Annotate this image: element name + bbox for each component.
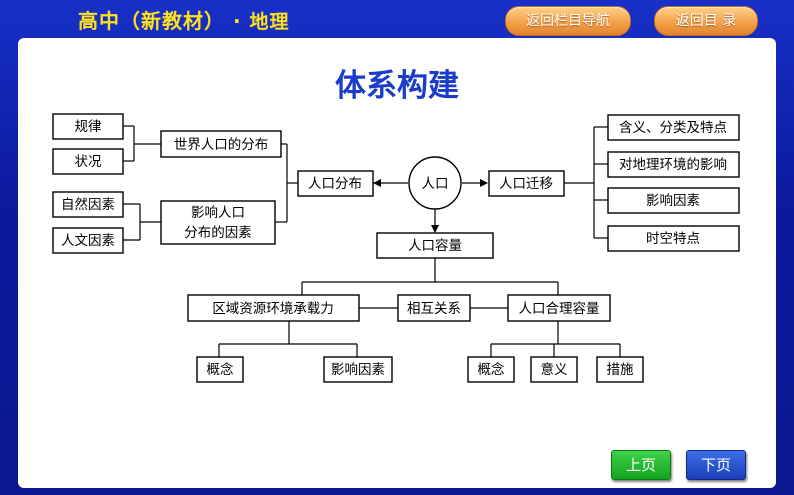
- node-human-factors: 人文因素: [52, 227, 124, 254]
- svg-text:人口容量: 人口容量: [408, 237, 462, 254]
- svg-text:人口合理容量: 人口合理容量: [519, 300, 600, 317]
- back-to-toc-button[interactable]: 返回目 录: [654, 6, 758, 36]
- node-zhuangkuang: 状况: [52, 148, 124, 175]
- node-environmental-impact: 对地理环境的影响: [607, 151, 740, 178]
- svg-text:世界人口的分布: 世界人口的分布: [174, 137, 269, 153]
- node-influencing-factors-bottom: 影响因素: [323, 356, 393, 383]
- content-panel: [18, 38, 776, 488]
- svg-text:相互关系: 相互关系: [407, 301, 461, 317]
- svg-text:措施: 措施: [607, 362, 635, 378]
- svg-text:区域资源环境承载力: 区域资源环境承载力: [212, 301, 334, 317]
- svg-text:意义: 意义: [541, 361, 568, 378]
- node-population-migration: 人口迁移: [488, 170, 565, 197]
- back-to-section-nav-label: 返回栏目导航: [526, 13, 610, 29]
- node-meaning-types-features: 含义、分类及特点: [607, 114, 740, 141]
- svg-text:对地理环境的影响: 对地理环境的影响: [619, 157, 727, 173]
- diagram-title: 体系构建: [335, 68, 459, 104]
- node-interrelation: 相互关系: [397, 294, 471, 322]
- svg-text:规律: 规律: [75, 119, 102, 135]
- svg-text:分布的因素: 分布的因素: [184, 225, 252, 241]
- node-natural-factors: 自然因素: [52, 191, 124, 218]
- header-title: 高中（新教材） · 地理: [78, 6, 290, 36]
- svg-text:状况: 状况: [75, 154, 102, 170]
- node-migration-factors: 影响因素: [607, 187, 740, 214]
- next-page-label: 下页: [700, 456, 731, 474]
- svg-text:人口: 人口: [422, 176, 449, 192]
- back-to-section-nav-button[interactable]: 返回栏目导航: [505, 6, 631, 36]
- connector-lines: [123, 125, 621, 357]
- course-name: 高中（新教材）: [78, 9, 225, 33]
- node-reasonable-capacity: 人口合理容量: [507, 294, 611, 322]
- svg-text:人文因素: 人文因素: [61, 233, 115, 249]
- node-distribution-factors: 影响人口 分布的因素: [160, 200, 276, 245]
- svg-text:自然因素: 自然因素: [61, 196, 115, 213]
- node-carrying-capacity: 区域资源环境承载力: [187, 294, 360, 322]
- node-spatiotemporal-features: 时空特点: [607, 225, 740, 252]
- svg-text:影响因素: 影响因素: [646, 193, 700, 209]
- node-significance: 意义: [530, 356, 578, 383]
- node-measures: 措施: [596, 356, 644, 383]
- subject-name: 地理: [249, 11, 290, 33]
- svg-text:影响人口: 影响人口: [191, 205, 245, 221]
- svg-text:人口分布: 人口分布: [308, 176, 362, 192]
- node-population-distribution: 人口分布: [297, 170, 374, 197]
- previous-page-button[interactable]: 上页: [611, 450, 671, 480]
- svg-text:概念: 概念: [478, 361, 505, 378]
- svg-text:时空特点: 时空特点: [646, 231, 700, 247]
- node-population-capacity: 人口容量: [376, 232, 494, 259]
- node-world-population-distribution: 世界人口的分布: [160, 130, 282, 158]
- next-page-button[interactable]: 下页: [686, 450, 746, 480]
- svg-text:概念: 概念: [207, 361, 234, 378]
- previous-page-label: 上页: [625, 456, 656, 474]
- separator-dot: ·: [232, 9, 242, 33]
- node-concept-right: 概念: [467, 356, 515, 383]
- svg-text:含义、分类及特点: 含义、分类及特点: [619, 120, 727, 136]
- node-population-center: 人口: [408, 156, 462, 210]
- node-concept-left: 概念: [196, 356, 244, 383]
- back-to-toc-label: 返回目 录: [675, 13, 737, 29]
- node-guilv: 规律: [52, 113, 124, 140]
- svg-text:影响因素: 影响因素: [331, 362, 385, 378]
- svg-text:人口迁移: 人口迁移: [499, 176, 553, 192]
